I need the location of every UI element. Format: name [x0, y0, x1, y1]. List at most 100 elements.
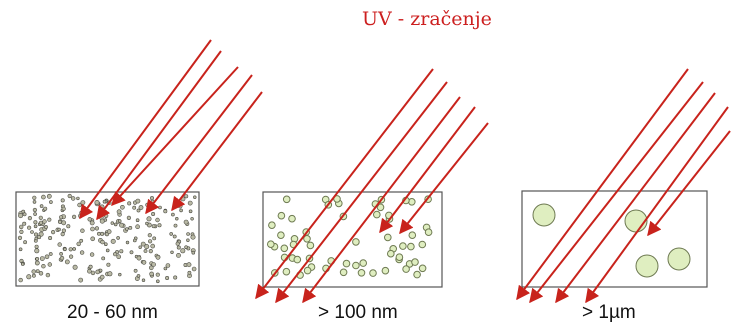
particle	[57, 227, 61, 232]
particle	[424, 228, 433, 236]
particle	[148, 249, 153, 254]
particle	[187, 200, 193, 206]
particle	[128, 225, 133, 230]
panel-3-box	[521, 190, 708, 288]
particle	[149, 271, 154, 277]
particle	[34, 244, 39, 249]
particle	[190, 217, 194, 221]
particle	[64, 259, 70, 265]
particle	[173, 223, 178, 228]
particle	[42, 219, 47, 224]
particle	[119, 222, 124, 228]
particle	[277, 231, 285, 239]
panel-2-particles	[267, 195, 433, 279]
particle	[30, 230, 34, 234]
particle	[191, 266, 197, 272]
particle	[43, 206, 48, 211]
particle	[267, 240, 275, 248]
particle	[87, 217, 92, 222]
particle	[127, 201, 132, 206]
particle	[49, 200, 53, 204]
uv-ray	[647, 130, 731, 237]
particle	[191, 250, 196, 255]
particle	[38, 220, 43, 225]
particle	[125, 227, 129, 231]
particle	[170, 250, 174, 255]
particle	[34, 260, 40, 266]
particle	[99, 274, 105, 280]
particle	[21, 262, 25, 266]
particle	[22, 221, 27, 226]
particle	[288, 214, 296, 223]
particle	[369, 269, 377, 277]
particle	[155, 254, 161, 260]
particle	[103, 213, 109, 219]
particle	[180, 248, 186, 254]
particle	[57, 242, 62, 247]
uv-ray	[585, 106, 729, 304]
particle	[352, 238, 360, 246]
particle	[27, 216, 33, 221]
particle	[110, 221, 115, 225]
particle	[79, 238, 84, 243]
particle	[186, 262, 192, 268]
particle	[408, 231, 417, 239]
particle	[132, 205, 137, 210]
particle	[411, 258, 419, 266]
particle	[116, 254, 121, 260]
particle	[67, 193, 72, 199]
particle	[22, 212, 27, 217]
panel-2-uv-rays	[255, 68, 489, 304]
particle	[399, 242, 407, 250]
particle	[165, 263, 171, 268]
particle	[60, 232, 65, 237]
particle	[116, 236, 120, 240]
particle	[47, 262, 52, 267]
particle	[71, 214, 77, 219]
particle	[98, 268, 103, 273]
uv-ray	[145, 74, 253, 215]
particle	[33, 220, 38, 225]
particle	[63, 247, 67, 252]
particle	[18, 247, 23, 252]
particle	[136, 274, 141, 278]
particle	[19, 224, 24, 230]
uv-ray	[171, 91, 263, 212]
particle	[38, 271, 44, 276]
particle	[303, 235, 311, 243]
particle	[193, 195, 197, 199]
particle	[188, 209, 193, 214]
uv-ray	[379, 106, 476, 234]
particle	[87, 268, 92, 274]
particle	[88, 264, 93, 269]
panel-3	[516, 68, 731, 304]
particle	[165, 275, 170, 280]
particle	[176, 252, 181, 258]
particle	[46, 193, 52, 199]
particle	[39, 204, 44, 208]
particle	[175, 217, 179, 221]
particle	[359, 259, 368, 267]
particle	[158, 205, 162, 210]
particle	[184, 194, 189, 199]
particle	[113, 222, 118, 227]
particle	[79, 250, 85, 255]
particle	[100, 231, 105, 236]
particle	[155, 217, 160, 223]
particle	[120, 205, 125, 210]
particle	[103, 218, 108, 222]
particle	[169, 232, 173, 236]
particle	[110, 238, 116, 244]
particle	[59, 215, 64, 220]
particle	[80, 228, 85, 233]
particle	[48, 236, 53, 241]
particle	[41, 194, 46, 200]
particle	[140, 241, 146, 247]
particle	[156, 279, 160, 284]
particle	[277, 211, 286, 220]
particle	[402, 265, 410, 273]
particle	[282, 195, 291, 204]
particle	[293, 255, 302, 264]
particle	[117, 219, 122, 223]
particle	[187, 270, 192, 275]
